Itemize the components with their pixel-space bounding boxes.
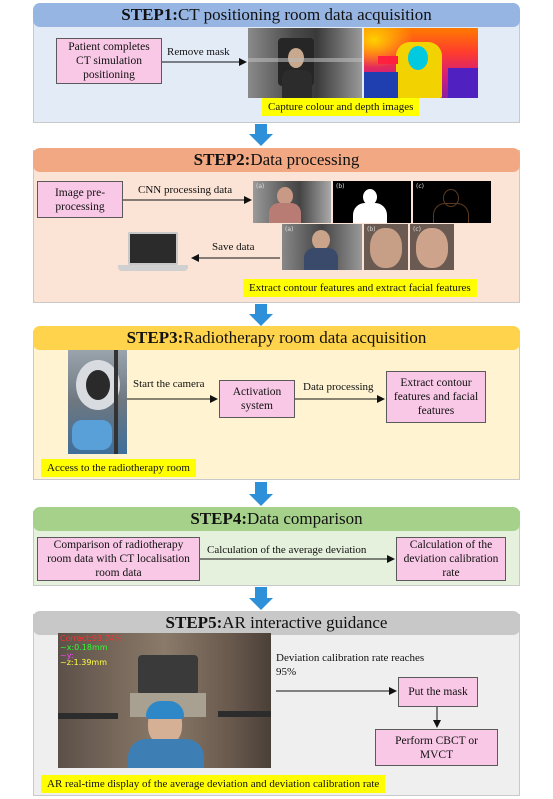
ar-display-image: Correct:93.74% ~x:0.18mm ~y: ~z:1.39mm [58,633,271,768]
step4-title-bold: STEP4: [190,509,248,528]
step3-title: Radiotherapy room data acquisition [183,328,427,347]
ar-overlay-line1: Correct:93.74% [60,634,123,643]
rate-reaches-label: Deviation calibration rate reaches 95% [276,652,425,678]
down-arrow-2-3 [249,304,273,326]
face-label-c: (c) [413,226,421,233]
step5-title: AR interactive guidance [222,613,388,632]
data-processing-label: Data processing [303,381,374,393]
step5-header: STEP5:AR interactive guidance [33,611,520,635]
laptop-image [118,232,188,278]
step4-header: STEP4:Data comparison [33,507,520,531]
average-deviation-label: Calculation of the average deviation [207,544,367,556]
step3-title-bold: STEP3: [126,328,184,347]
depth-image [364,28,478,98]
down-arrow-1-2 [249,124,273,146]
face-label-a: (a) [285,226,294,233]
put-mask-box: Put the mask [398,677,478,707]
colour-image [248,28,362,98]
step5-caption: AR real-time display of the average devi… [41,775,386,793]
face-crop-b: (b) [364,224,408,270]
down-arrow-4-5 [249,587,273,610]
face-label-b: (b) [367,226,376,233]
save-data-label: Save data [212,241,255,253]
step1-title-bold: STEP1: [121,5,178,24]
calibration-rate-box: Calculation of the deviation calibration… [396,537,506,581]
cnn-processing-label: CNN processing data [138,184,233,196]
face-crop-a: (a) [282,224,362,270]
ar-overlay-line3: ~y: [60,651,74,660]
contour-image: (c) [413,181,491,223]
step3-caption: Access to the radiotherapy room [41,459,196,477]
step4-title: Data comparison [247,509,363,528]
step1-caption: Capture colour and depth images [262,98,420,116]
step2-header: STEP2:Data processing [33,148,520,172]
ar-overlay-line4: ~z:1.39mm [60,658,107,667]
face-crop-c: (c) [410,224,454,270]
panel-label-a: (a) [256,183,265,190]
processed-colour-image: (a) [253,181,331,223]
perform-cbct-box: Perform CBCT or MVCT [375,729,498,766]
down-arrow-3-4 [249,482,273,506]
step2-title-bold: STEP2: [193,150,251,169]
activation-system-box: Activation system [219,380,295,418]
comparison-box: Comparison of radiotherapy room data wit… [37,537,200,581]
radiotherapy-room-photo [68,350,127,454]
image-preprocessing-box: Image pre-processing [37,181,123,218]
step2-title: Data processing [250,150,360,169]
panel-label-c: (c) [416,183,424,190]
step1-header: STEP1:CT positioning room data acquisiti… [33,3,520,27]
start-camera-label: Start the camera [133,378,205,390]
step5-title-bold: STEP5: [165,613,223,632]
extract-features-box: Extract contour features and facial feat… [386,371,486,423]
step2-caption: Extract contour features and extract fac… [243,279,477,297]
step1-title: CT positioning room data acquisition [177,5,432,24]
panel-label-b: (b) [336,183,345,190]
silhouette-mask-image: (b) [333,181,411,223]
ar-overlay-line2: ~x:0.18mm [60,643,108,652]
step3-header: STEP3:Radiotherapy room data acquisition [33,326,520,350]
remove-mask-label: Remove mask [167,46,230,58]
patient-positioning-box: Patient completes CT simulation position… [56,38,162,84]
